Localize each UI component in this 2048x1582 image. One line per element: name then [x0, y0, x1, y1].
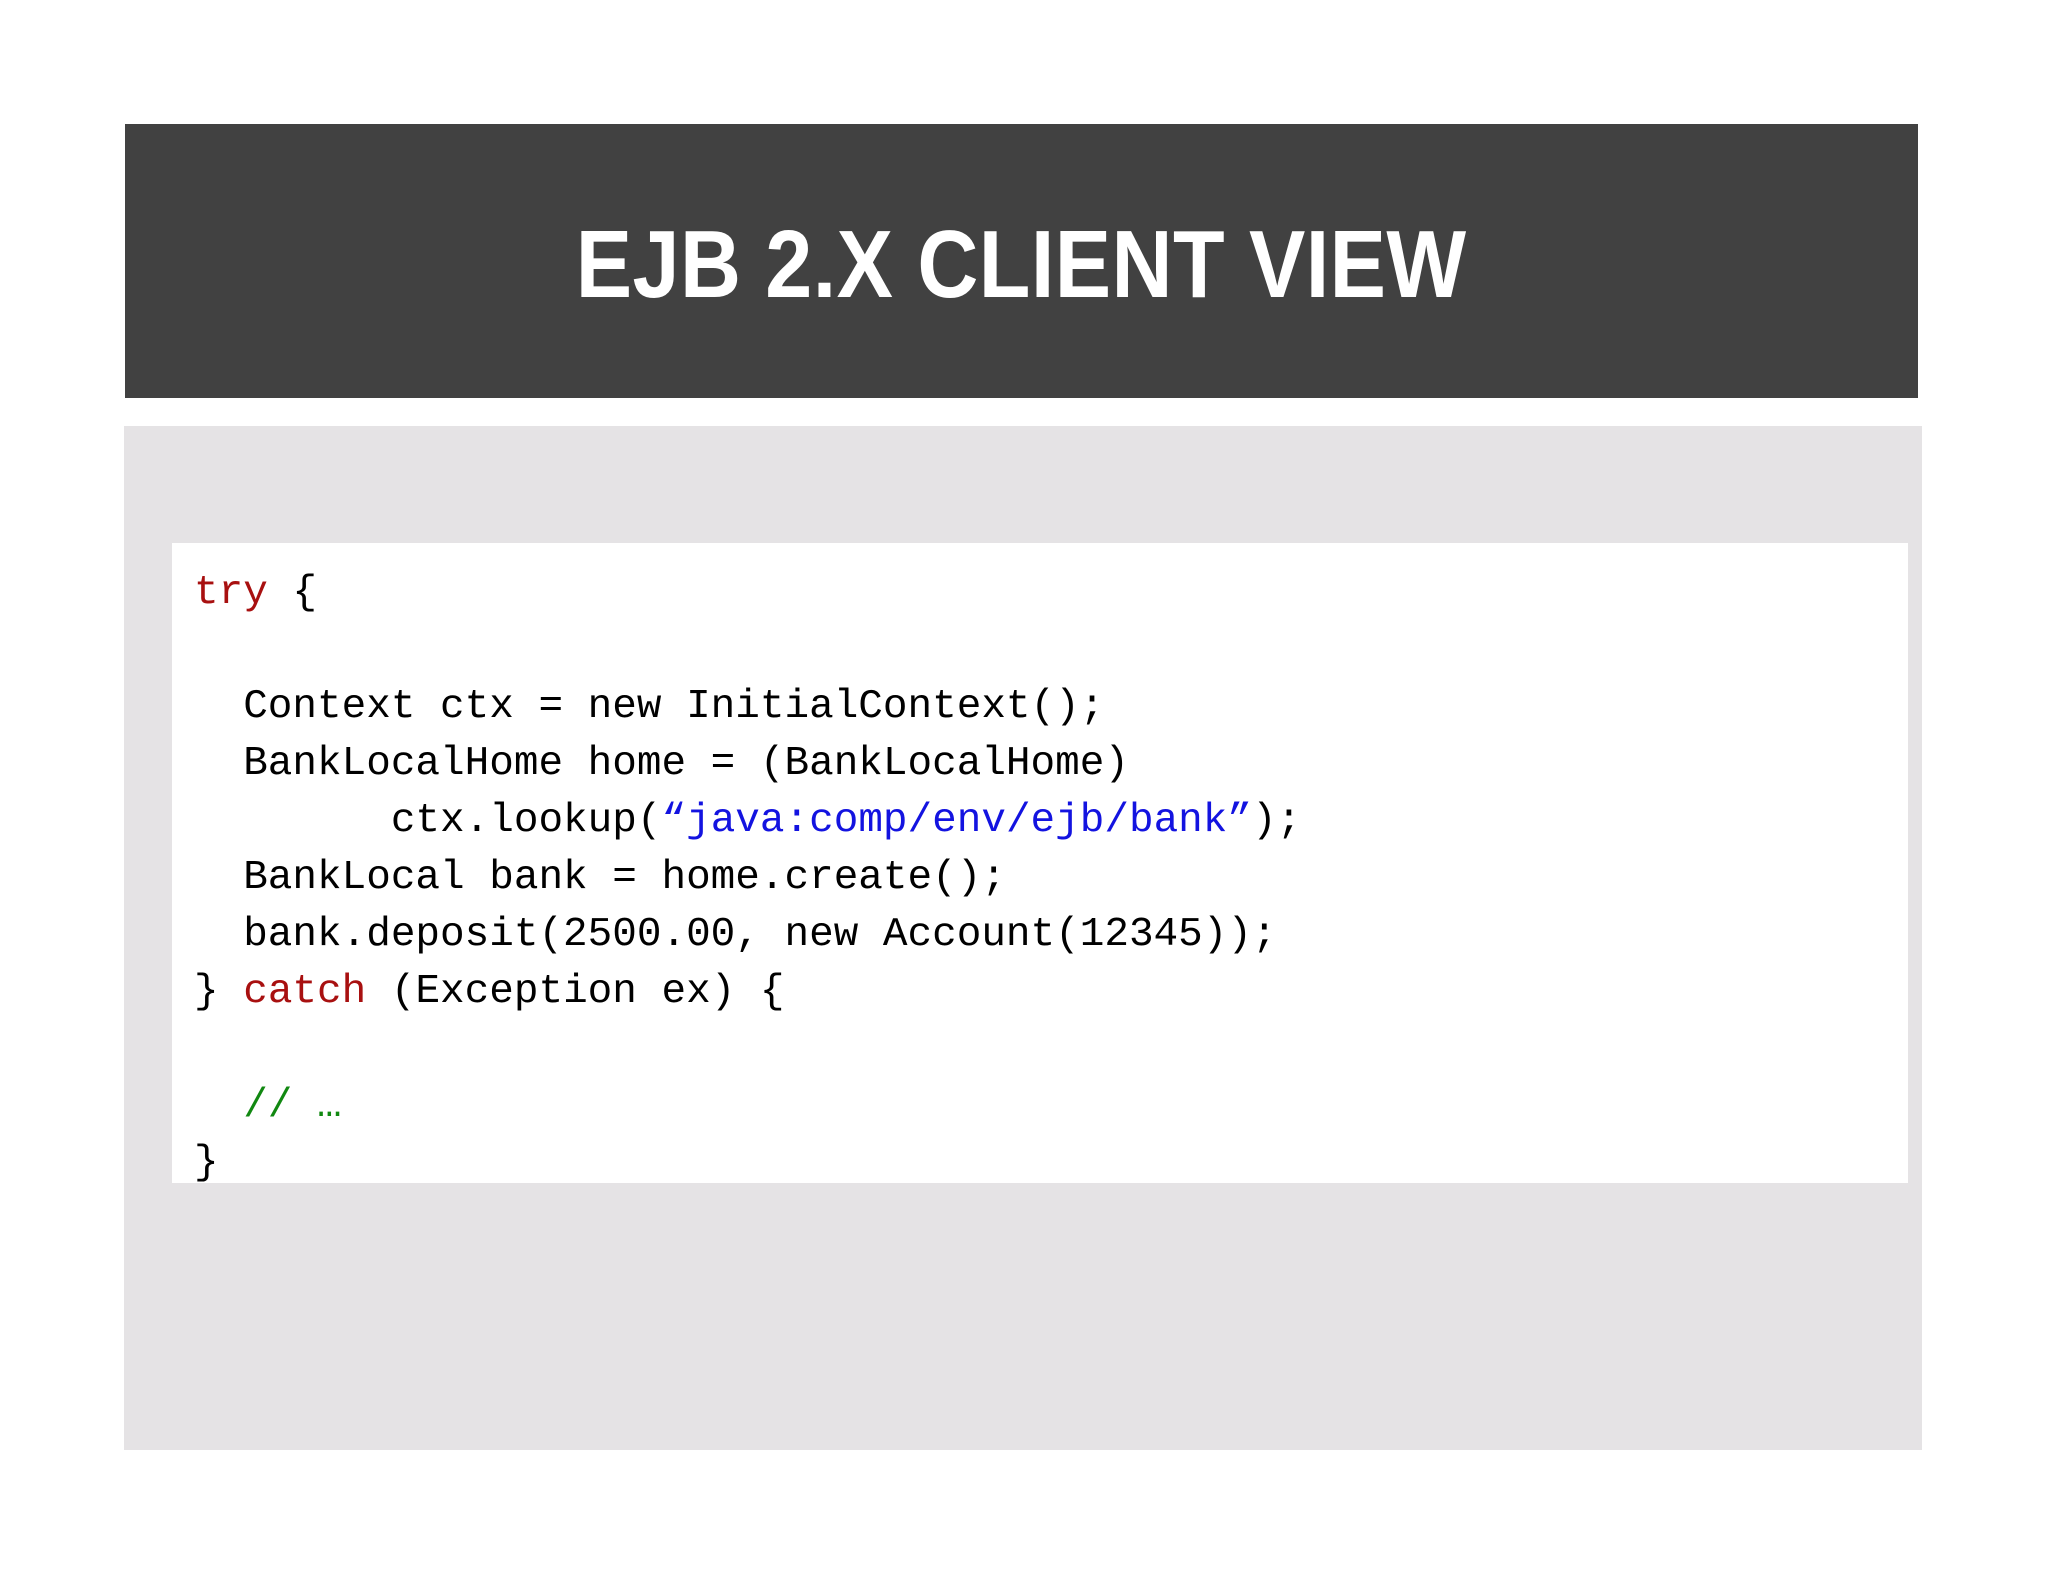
code-token-plain: bank.deposit(2500.00, new Account(12345)…: [194, 912, 1277, 958]
code-token-plain: BankLocal bank = home.create();: [194, 855, 1006, 901]
code-token-keyword: try: [194, 570, 268, 616]
slide-body-panel: try { Context ctx = new InitialContext()…: [124, 426, 1922, 1450]
code-token-plain: ctx.lookup(: [194, 798, 662, 844]
code-line: BankLocal bank = home.create();: [194, 850, 1908, 907]
code-token-plain: {: [267, 570, 318, 616]
code-line: // …: [194, 1078, 1908, 1135]
code-line: BankLocalHome home = (BankLocalHome): [194, 736, 1908, 793]
code-token-plain: }: [194, 969, 244, 1015]
code-card: try { Context ctx = new InitialContext()…: [172, 543, 1908, 1183]
code-line: ctx.lookup(“java:comp/env/ejb/bank”);: [194, 793, 1908, 850]
slide-title-bar: EJB 2.X CLIENT VIEW: [125, 124, 1918, 398]
code-line: [194, 622, 1908, 679]
code-line: }: [194, 1135, 1908, 1183]
code-token-plain: BankLocalHome home = (BankLocalHome): [194, 741, 1129, 787]
code-token-plain: );: [1251, 798, 1302, 844]
code-token-plain: }: [194, 1140, 219, 1183]
code-line: } catch (Exception ex) {: [194, 964, 1908, 1021]
code-line: bank.deposit(2500.00, new Account(12345)…: [194, 907, 1908, 964]
code-line: [194, 1021, 1908, 1078]
code-token-plain: Context ctx = new InitialContext();: [194, 684, 1105, 730]
code-token-keyword: catch: [243, 969, 367, 1015]
code-token-string: “java:comp/env/ejb/bank”: [661, 798, 1252, 844]
page-title: EJB 2.X CLIENT VIEW: [576, 211, 1467, 318]
code-token-plain: (Exception ex) {: [366, 969, 785, 1015]
code-line: try {: [194, 565, 1908, 622]
code-token-comment: // …: [194, 1083, 342, 1129]
code-block[interactable]: try { Context ctx = new InitialContext()…: [194, 565, 1908, 1183]
code-line: Context ctx = new InitialContext();: [194, 679, 1908, 736]
